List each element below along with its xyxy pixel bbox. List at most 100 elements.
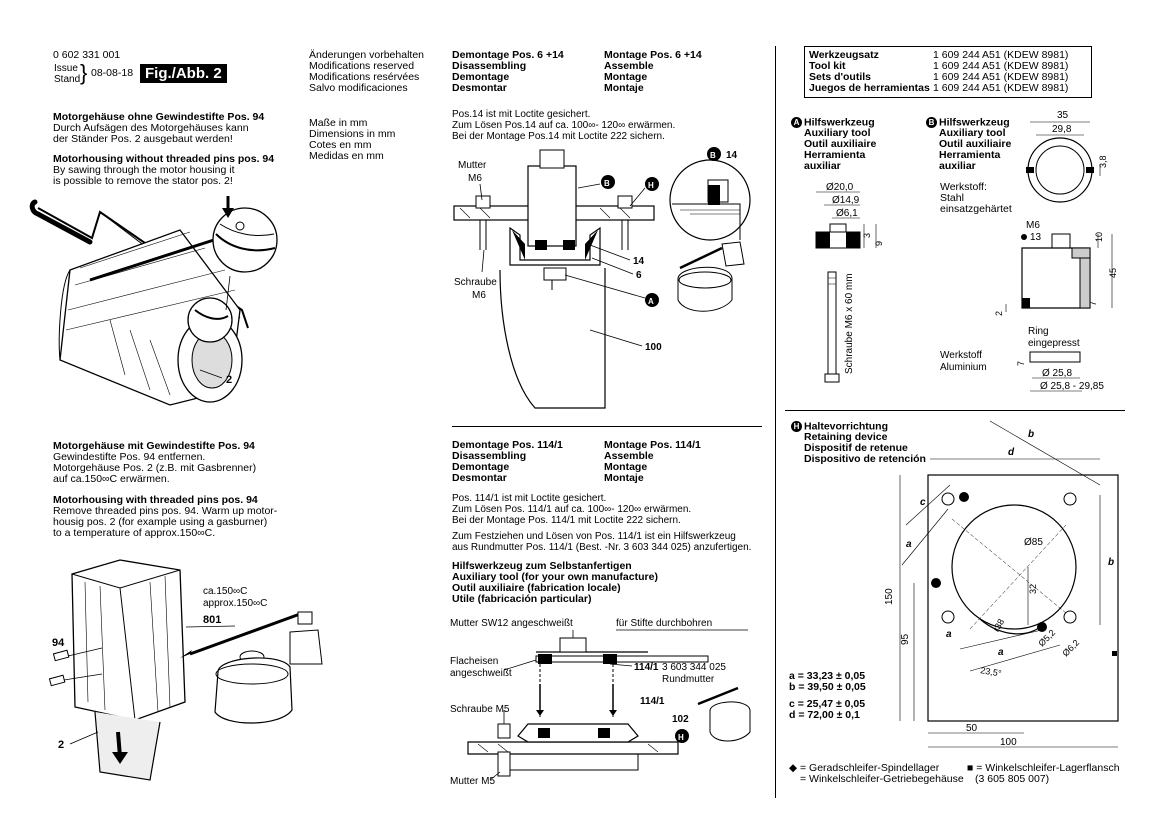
heading-line: Demontage Pos. 6 +14 <box>452 49 564 61</box>
heading-line: Dispositivo de retención <box>804 453 926 466</box>
label-schraube: Schraube <box>454 277 497 288</box>
section-with-pins-en: Motorhousing with threaded pins pos. 94 … <box>53 495 277 539</box>
dim-ring-25-8: Ø 25,8 <box>1042 368 1072 379</box>
dim-h9: 9 <box>874 241 884 246</box>
montage-block-1: Montage Pos. 6 +14 Assemble Montage Mont… <box>604 50 702 94</box>
label-mutter-sw12: Mutter SW12 angeschweißt <box>450 618 573 629</box>
heading-line: Hilfswerkzeug <box>939 116 1010 129</box>
section-no-pins-en: Motorhousing without threaded pins pos. … <box>53 154 274 187</box>
section-text: By sawing through the motor housing it <box>53 164 235 176</box>
heading-line: Herramienta <box>939 149 1001 162</box>
heading-line: Assemble <box>604 450 654 462</box>
label-114-1: 114/1 <box>634 662 659 673</box>
fig-label: Fig./Abb. 2 <box>140 64 227 83</box>
dim-45: 45 <box>1108 268 1118 278</box>
heading-line: Assemble <box>604 60 654 72</box>
column-divider <box>775 46 776 798</box>
heading-line: Retaining device <box>804 431 888 444</box>
label-m6: M6 <box>472 290 486 301</box>
stand-label: Stand <box>54 74 81 85</box>
label-102: 102 <box>672 714 689 725</box>
badge-b: B <box>710 151 716 160</box>
notice-line: Änderungen vorbehalten <box>309 49 425 61</box>
ring-label: eingepresst <box>1028 338 1080 349</box>
section-no-pins-de: Motorgehäuse ohne Gewindestifte Pos. 94 … <box>53 112 264 145</box>
dim-95: 95 <box>900 633 911 645</box>
dim-7: 7 <box>1088 301 1098 306</box>
tool-a-drawing: Ø20,0 Ø14,9 Ø6,1 3 9 Schraube M6 x 60 mm <box>815 182 884 383</box>
notice-block: Änderungen vorbehalten Modifications res… <box>309 50 424 94</box>
legend-line: d = 72,00 ± 0,1 <box>789 709 860 721</box>
dim-a: a <box>946 629 952 640</box>
notice-line: Modifications reserved <box>309 60 415 72</box>
heading-line: Demontage Pos. 114/1 <box>452 439 563 451</box>
heading-line: Disassembling <box>452 60 527 72</box>
label-mutter-m5: Mutter M5 <box>450 776 495 787</box>
footnote-line: ■ = Winkelschleifer-Lagerflansch <box>967 762 1120 774</box>
dim-angle: 23,5° <box>980 665 1003 679</box>
label-2: 2 <box>58 739 64 751</box>
dim-50: 50 <box>966 723 978 734</box>
tool-note: Zum Festziehen und Lösen von Pos. 114/1 … <box>452 531 751 553</box>
notice-line: Modifications resérvées <box>309 71 420 83</box>
dim-13: 13 <box>1030 232 1042 243</box>
kit-value: 1 609 244 A51 (KDEW 8981) <box>933 71 1069 83</box>
kit-label: Werkzeugsatz <box>809 49 879 61</box>
section-divider <box>452 426 762 427</box>
heading-line: Haltevorrichtung <box>804 420 889 433</box>
note-line: Pos. 114/1 ist mit Loctite gesichert. <box>452 493 607 504</box>
section-text: der Ständer Pos. 2 ausgebaut werden! <box>53 133 233 145</box>
heading-line: Outil auxiliaire <box>939 138 1012 151</box>
label-m6: M6 <box>468 173 482 184</box>
heading-line: Montaje <box>604 82 644 94</box>
heading-line: Montage <box>604 71 648 83</box>
heading-line: Outil auxiliaire (fabrication locale) <box>452 582 621 594</box>
section-text: Motorgehäuse Pos. 2 (z.B. mit Gasbrenner… <box>53 462 257 474</box>
dim-ring-7: 7 <box>1016 361 1026 366</box>
label-14: 14 <box>633 256 645 267</box>
section-text: Remove threaded pins pos. 94. Warm up mo… <box>53 505 278 517</box>
legend-line: c = 25,47 ± 0,05 <box>789 698 866 710</box>
temp-en: approx.150∞C <box>203 598 267 609</box>
heading-line: Auxiliary tool <box>804 127 871 140</box>
dim-100: 100 <box>1000 737 1017 748</box>
heading-line: Montage Pos. 114/1 <box>604 439 701 451</box>
units-line: Maße in mm <box>309 117 368 129</box>
heading-line: Hilfswerkzeug zum Selbstanfertigen <box>452 560 632 572</box>
badge-a: A <box>648 297 654 306</box>
heading-line: Dispositif de retenue <box>804 442 908 455</box>
section-text: auf ca.150∞C erwärmen. <box>53 473 170 485</box>
note-line: Zum Lösen Pos.14 auf ca. 100∞- 120∞ erwä… <box>452 120 676 131</box>
label-100: 100 <box>645 342 662 353</box>
footnote-line: ◆ = Geradschleifer-Spindellager <box>789 762 940 774</box>
demontage-block-2: Demontage Pos. 114/1 Disassembling Demon… <box>452 440 563 484</box>
temp-de: ca.150∞C <box>203 586 247 597</box>
heading-line: auxiliar <box>939 160 976 173</box>
section-divider <box>785 410 1125 411</box>
dim-h3: 3 <box>862 233 872 238</box>
dim-d: d <box>1008 447 1015 458</box>
label-94: 94 <box>52 637 65 649</box>
kit-value: 1 609 244 A51 (KDEW 8981) <box>933 82 1069 94</box>
heading-line: Demontage <box>452 71 510 83</box>
dim-d149: Ø14,9 <box>832 195 860 206</box>
section-title: Motorgehäuse mit Gewindestifte Pos. 94 <box>53 440 255 452</box>
label-14: 14 <box>726 150 738 161</box>
label-6: 6 <box>636 270 642 281</box>
footnote-line: = Winkelschleifer-Getriebegehäuse <box>800 773 964 785</box>
heading-line: Montage <box>604 461 648 473</box>
heading-line: Desmontar <box>452 82 507 94</box>
dim-m6: M6 <box>1026 220 1040 231</box>
label-2: 2 <box>226 374 232 386</box>
label-schraube-m5: Schraube M5 <box>450 704 510 715</box>
montage-block-2: Montage Pos. 114/1 Assemble Montage Mont… <box>604 440 701 484</box>
heading-line: Auxiliary tool (for your own manufacture… <box>452 571 658 583</box>
section-with-pins-de: Motorgehäuse mit Gewindestifte Pos. 94 G… <box>53 441 256 485</box>
dim-150: 150 <box>884 588 895 605</box>
material-b: Werkstoff: Stahl einsatzgehärtet <box>940 182 1012 215</box>
label-114-1: 114/1 <box>640 696 665 707</box>
tool-b-drawing: 35 29,8 3,8 M6 13 10 45 7 2 Ring eingepr… <box>940 110 1118 392</box>
kit-value: 1 609 244 A51 (KDEW 8981) <box>933 60 1069 72</box>
dim-2: 2 <box>994 311 1004 316</box>
